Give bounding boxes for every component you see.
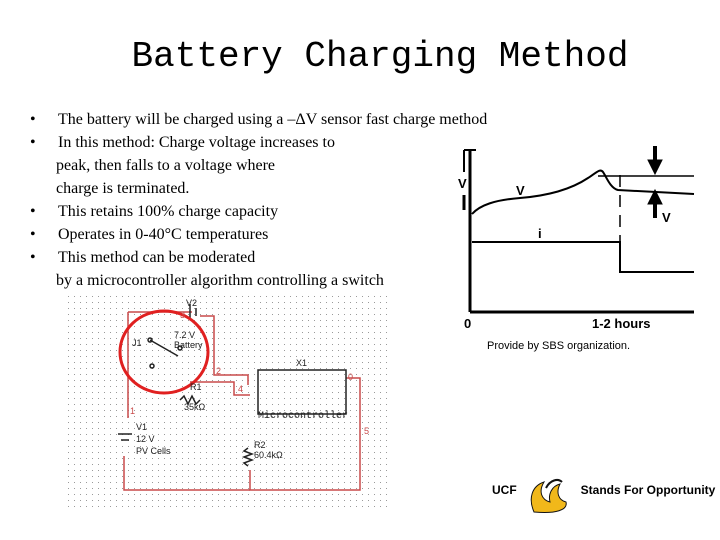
ucf-branding: UCF Stands For Opportunity bbox=[492, 483, 715, 497]
resistor-r2-symbol bbox=[241, 447, 255, 467]
y-axis-label: V bbox=[458, 176, 467, 191]
time-axis-label: 1-2 hours bbox=[592, 316, 651, 331]
r1-label: R1 bbox=[190, 382, 202, 392]
node-label: 4 bbox=[238, 384, 243, 394]
v1-name: PV Cells bbox=[136, 446, 171, 456]
delta-v-label: V bbox=[662, 210, 671, 225]
ucf-tagline: Stands For Opportunity bbox=[580, 483, 716, 497]
bullet-item: •The battery will be charged using a –ΔV… bbox=[30, 108, 487, 131]
switch-symbol bbox=[149, 339, 179, 357]
microcontroller-block bbox=[257, 369, 347, 415]
arrow-head-icon bbox=[647, 159, 663, 176]
bullet-text: charge is terminated. bbox=[56, 180, 190, 197]
page-title: Battery Charging Method bbox=[131, 36, 629, 77]
pegasus-logo-icon bbox=[530, 479, 567, 513]
r2-value: 60.4kΩ bbox=[254, 450, 283, 460]
charge-graph bbox=[462, 146, 695, 314]
arrow-head-icon bbox=[647, 188, 663, 205]
bullet-item: •This method can be moderated bbox=[30, 246, 487, 269]
voltage-curve-label: V bbox=[516, 183, 525, 198]
v2-label: V2 bbox=[186, 298, 197, 308]
v1-label: V1 bbox=[136, 422, 147, 432]
resistor-r1-symbol bbox=[179, 394, 201, 406]
bullet-text: peak, then falls to a voltage where bbox=[56, 157, 276, 174]
x1-label: X1 bbox=[296, 358, 307, 368]
current-curve bbox=[472, 241, 694, 273]
bullet-item: •This retains 100% charge capacity bbox=[30, 200, 487, 223]
node-label: 5 bbox=[364, 426, 369, 436]
v2-name: Battery bbox=[174, 340, 203, 350]
v1-value: 12 V bbox=[136, 434, 155, 444]
schematic-grid bbox=[66, 296, 392, 512]
bullet-text: In this method: Charge voltage increases… bbox=[58, 134, 335, 151]
bullet-text: by a microcontroller algorithm controlli… bbox=[56, 272, 384, 289]
origin-label: 0 bbox=[464, 316, 471, 331]
bullet-item: •In this method: Charge voltage increase… bbox=[30, 131, 487, 154]
bullet-text: This method can be moderated bbox=[58, 249, 256, 266]
circuit-schematic bbox=[118, 304, 361, 491]
node-label: 3 bbox=[180, 310, 185, 320]
microcontroller-label: Microcontroller bbox=[258, 410, 348, 422]
bullet-list: •The battery will be charged using a –ΔV… bbox=[30, 108, 487, 292]
r1-value: 35kΩ bbox=[184, 402, 206, 412]
bullet-text: The battery will be charged using a –ΔV … bbox=[58, 111, 488, 128]
credit-text: Provide by SBS organization. bbox=[487, 340, 631, 352]
bullet-text: This retains 100% charge capacity bbox=[58, 203, 279, 220]
v2-value: 7.2 V bbox=[174, 330, 195, 340]
node-label: 2 bbox=[216, 366, 221, 376]
bullet-text: Operates in 0-40°C temperatures bbox=[58, 226, 269, 243]
voltage-curve bbox=[471, 169, 695, 215]
highlight-circle bbox=[118, 309, 210, 395]
r2-label: R2 bbox=[254, 440, 266, 450]
ucf-wordmark: UCF bbox=[492, 483, 517, 497]
j1-label: J1 bbox=[132, 338, 142, 348]
node-label: 1 bbox=[130, 406, 135, 416]
current-curve-label: i bbox=[538, 226, 542, 241]
node-label: 0 bbox=[348, 372, 353, 382]
bullet-item: •Operates in 0-40°C temperatures bbox=[30, 223, 487, 246]
